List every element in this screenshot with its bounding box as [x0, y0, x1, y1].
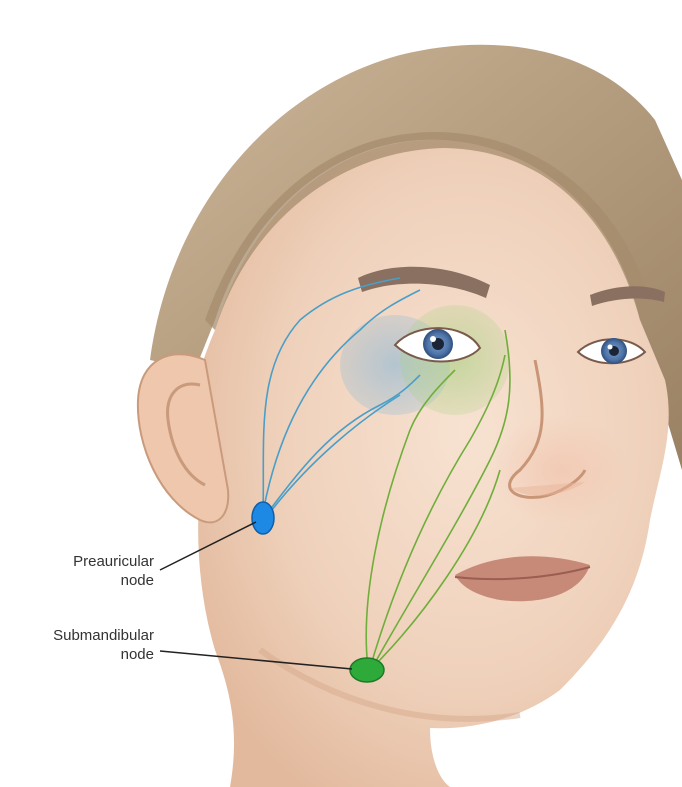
preauricular-node-icon [252, 502, 274, 534]
submandibular-node-icon [350, 658, 384, 682]
submandibular-label-line2: node [6, 645, 154, 664]
preauricular-label-line1: Preauricular [20, 552, 154, 571]
submandibular-node-label: Submandibular node [6, 626, 154, 664]
preauricular-label-line2: node [20, 571, 154, 590]
submandibular-label-line1: Submandibular [6, 626, 154, 645]
preauricular-node-label: Preauricular node [20, 552, 154, 590]
